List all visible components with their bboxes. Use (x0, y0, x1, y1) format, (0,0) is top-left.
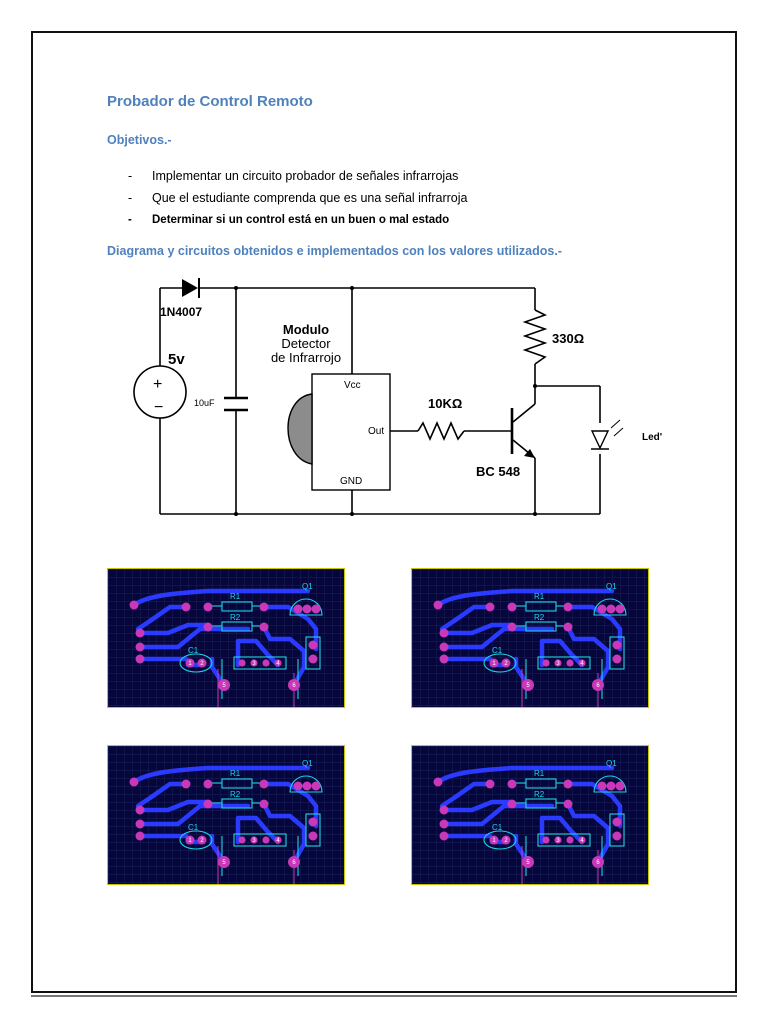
pad-1: 1 (492, 661, 496, 667)
objectives-heading: Objetivos.- (107, 133, 172, 147)
pin-out-label: Out (368, 426, 384, 437)
list-item: Implementar un circuito probador de seña… (128, 165, 467, 187)
module-title-3: de Infrarrojo (271, 350, 341, 365)
pcb-label-r2: R2 (534, 790, 545, 799)
pin-vcc-label: Vcc (344, 380, 361, 391)
pcb-layout-3: R1 R2 C1 Q1 1 2 3 4 5 6 (107, 745, 345, 885)
diagram-heading: Diagrama y circuitos obtenidos e impleme… (107, 244, 562, 258)
pcb-layout-2: R1 R2 C1 Q1 1 2 3 4 5 6 (411, 568, 649, 708)
list-item: Que el estudiante comprenda que es una s… (128, 187, 467, 209)
list-item: Determinar si un control está en un buen… (128, 209, 467, 231)
pcb-layout-4: R1 R2 C1 Q1 1 2 3 4 5 6 (411, 745, 649, 885)
pad-2: 2 (504, 838, 508, 844)
pad-4: 4 (276, 661, 280, 667)
base-resistor-label: 10KΩ (428, 396, 462, 411)
circuit-schematic: 1N4007 5v + − 10uF Modulo Detector de In… (133, 278, 662, 516)
pad-5: 5 (526, 860, 530, 866)
led-label: Led' (642, 432, 662, 443)
pad-5: 5 (222, 860, 226, 866)
page-title: Probador de Control Remoto (107, 93, 313, 110)
pcb-label-r1: R1 (230, 769, 241, 778)
pad-3: 3 (252, 661, 256, 667)
pad-6: 6 (596, 860, 600, 866)
pcb-label-r1: R1 (534, 769, 545, 778)
capacitor-label: 10uF (194, 398, 215, 408)
pad-4: 4 (580, 661, 584, 667)
module-title-1: Modulo (283, 322, 329, 337)
pad-1: 1 (188, 661, 192, 667)
pcb-label-c1: C1 (188, 823, 199, 832)
pcb-layout-1: R1 R2 C1 Q1 1 2 3 4 5 6 (107, 568, 345, 708)
source-voltage-label: 5v (168, 351, 185, 368)
pcb-label-r2: R2 (230, 613, 241, 622)
diode-label: 1N4007 (160, 305, 202, 319)
pad-2: 2 (200, 838, 204, 844)
pad-4: 4 (276, 838, 280, 844)
collector-resistor-label: 330Ω (552, 331, 584, 346)
plus-sign: + (153, 376, 162, 393)
pad-1: 1 (492, 838, 496, 844)
pad-5: 5 (526, 683, 530, 689)
pcb-label-r2: R2 (230, 790, 241, 799)
pad-3: 3 (556, 661, 560, 667)
objectives-list: Implementar un circuito probador de seña… (128, 165, 467, 231)
pcb-label-c1: C1 (492, 646, 503, 655)
pin-gnd-label: GND (340, 476, 362, 487)
pad-1: 1 (188, 838, 192, 844)
pad-6: 6 (292, 683, 296, 689)
pcb-label-r1: R1 (230, 592, 241, 601)
pcb-label-q1: Q1 (302, 759, 313, 768)
module-title-2: Detector (281, 336, 331, 351)
pad-4: 4 (580, 838, 584, 844)
pcb-label-q1: Q1 (302, 582, 313, 591)
pad-6: 6 (292, 860, 296, 866)
minus-sign: − (154, 399, 163, 416)
pcb-label-c1: C1 (188, 646, 199, 655)
pad-3: 3 (556, 838, 560, 844)
pcb-label-q1: Q1 (606, 582, 617, 591)
pad-2: 2 (200, 661, 204, 667)
pad-3: 3 (252, 838, 256, 844)
pad-6: 6 (596, 683, 600, 689)
pad-5: 5 (222, 683, 226, 689)
pcb-label-c1: C1 (492, 823, 503, 832)
pcb-label-r1: R1 (534, 592, 545, 601)
pcb-label-r2: R2 (534, 613, 545, 622)
transistor-label: BC 548 (476, 464, 520, 479)
pad-2: 2 (504, 661, 508, 667)
pcb-label-q1: Q1 (606, 759, 617, 768)
